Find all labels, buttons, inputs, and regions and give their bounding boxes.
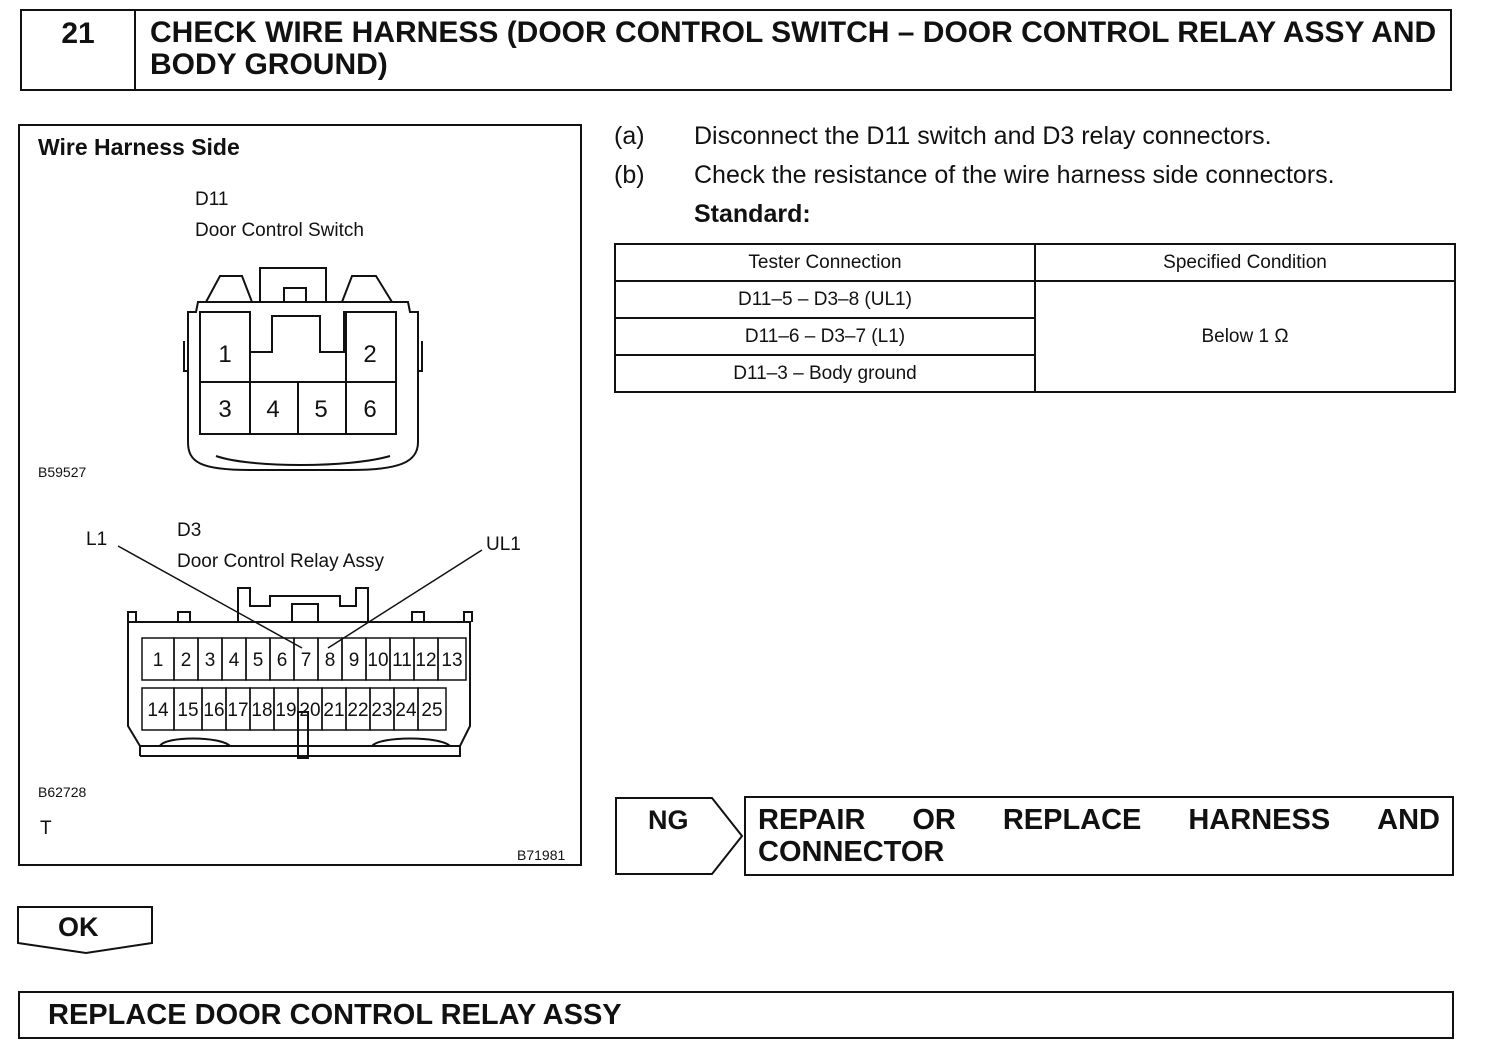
step-a-letter: (a) <box>614 122 645 150</box>
d3-pin: 20 <box>299 700 320 721</box>
figure-title: Wire Harness Side <box>38 134 240 160</box>
d3-pin: 22 <box>347 700 368 721</box>
d3-code: D3 <box>177 520 202 541</box>
step-b-letter: (b) <box>614 161 645 189</box>
d3-connector <box>127 587 473 759</box>
table-row: D11–6 – D3–7 (L1) <box>614 317 1455 356</box>
d11-outline <box>187 301 419 471</box>
ok-label: OK <box>58 912 99 942</box>
ng-action-word: REPAIR <box>758 804 866 836</box>
table-header-row: Tester Connection Specified Condition <box>614 243 1456 282</box>
ng-action-word: REPLACE <box>1002 804 1142 836</box>
final-action-box: REPLACE DOOR CONTROL RELAY ASSY <box>18 991 1454 1039</box>
ng-action-word: OR <box>912 804 956 836</box>
d3-pin: 3 <box>205 650 216 671</box>
d3-ref: B62728 <box>38 784 87 800</box>
d3-pin: 17 <box>227 700 248 721</box>
d3-pin: 2 <box>181 650 192 671</box>
d3-pin: 8 <box>325 650 336 671</box>
tester-connection-cell: D11–6 – D3–7 (L1) <box>614 317 1036 356</box>
ng-action-word: HARNESS <box>1188 804 1331 836</box>
d11-ref: B59527 <box>38 464 87 480</box>
d3-pin: 23 <box>371 700 392 721</box>
d3-pin: 4 <box>229 650 240 671</box>
d11-pin: 3 <box>218 396 231 423</box>
standard-label: Standard: <box>694 200 811 228</box>
ng-action-box: REPAIR OR REPLACE HARNESS AND CONNECTOR <box>744 796 1454 876</box>
d3-pin: 13 <box>441 650 462 671</box>
table-header: Tester Connection <box>614 243 1036 282</box>
d3-pin: 5 <box>253 650 264 671</box>
d3-pin: 1 <box>153 650 164 671</box>
ng-arrow-shape <box>615 797 744 875</box>
ng-action-line2: CONNECTOR <box>758 836 945 868</box>
d11-center-lock <box>259 267 327 302</box>
d3-label-ul1: UL1 <box>486 534 521 555</box>
corner-mark: T <box>40 818 52 839</box>
d11-pins: 1 2 3 4 5 6 <box>199 311 397 435</box>
ul1-leader-line <box>327 549 483 649</box>
ng-label: NG <box>648 805 689 835</box>
d3-pin: 12 <box>415 650 436 671</box>
wire-harness-figure: Wire Harness Side D11 Door Control Switc… <box>18 124 582 866</box>
table-header: Specified Condition <box>1034 243 1456 282</box>
l1-leader-line <box>117 545 303 649</box>
step-b-text: Check the resistance of the wire harness… <box>694 161 1335 189</box>
step-header: 21 CHECK WIRE HARNESS (DOOR CONTROL SWIT… <box>20 9 1452 91</box>
tester-connection-cell: D11–5 – D3–8 (UL1) <box>614 280 1036 319</box>
d11-pin: 1 <box>218 341 231 368</box>
table-row: D11–3 – Body ground <box>614 354 1455 393</box>
d11-right-latch <box>418 341 423 372</box>
d3-pin: 18 <box>251 700 272 721</box>
d11-pin: 4 <box>266 396 279 423</box>
d11-connector <box>183 267 423 471</box>
d11-right-lock <box>341 275 393 303</box>
d3-pin: 14 <box>147 700 169 721</box>
d3-pin: 16 <box>203 700 224 721</box>
step-title: CHECK WIRE HARNESS (DOOR CONTROL SWITCH … <box>150 16 1437 81</box>
d3-center-lock <box>237 587 369 622</box>
step-number: 21 <box>22 11 136 89</box>
figure-ref: B71981 <box>517 847 566 863</box>
ng-action-line1: REPAIR OR REPLACE HARNESS AND <box>758 804 1440 837</box>
d11-code: D11 <box>195 189 229 210</box>
d3-pin: 6 <box>277 650 288 671</box>
d11-left-latch <box>183 341 188 372</box>
d3-pin: 19 <box>275 700 296 721</box>
step-a-text: Disconnect the D11 switch and D3 relay c… <box>694 122 1272 150</box>
d3-pin: 21 <box>323 700 344 721</box>
spec-table: Tester Connection Specified Condition D1… <box>614 243 1456 393</box>
d11-bottom-curve <box>215 455 391 466</box>
d3-pin: 11 <box>392 650 412 671</box>
d3-pin: 24 <box>395 700 417 721</box>
specified-condition-cell: Below 1 Ω <box>1034 280 1456 393</box>
d11-pin: 2 <box>363 341 376 368</box>
d3-pin: 15 <box>177 700 198 721</box>
d11-pin: 5 <box>314 396 327 423</box>
d11-pin: 6 <box>363 396 376 423</box>
table-row: D11–5 – D3–8 (UL1) Below 1 Ω <box>614 280 1456 393</box>
d3-pin: 7 <box>301 650 312 671</box>
ng-action-word: AND <box>1377 804 1440 836</box>
final-action-text: REPLACE DOOR CONTROL RELAY ASSY <box>48 999 622 1031</box>
d3-pin: 25 <box>421 700 442 721</box>
d3-name: Door Control Relay Assy <box>177 551 384 572</box>
d3-label-l1: L1 <box>86 529 108 550</box>
d3-pin-cell <box>417 687 447 731</box>
d3-pin: 10 <box>367 650 388 671</box>
d11-center-tab <box>283 287 307 303</box>
d3-pin-cell <box>437 637 467 681</box>
d11-name: Door Control Switch <box>195 220 364 241</box>
d3-pin: 9 <box>349 650 360 671</box>
tester-connection-cell: D11–3 – Body ground <box>614 354 1036 393</box>
d11-left-lock <box>205 275 253 303</box>
ok-arrow-shape <box>17 906 153 955</box>
